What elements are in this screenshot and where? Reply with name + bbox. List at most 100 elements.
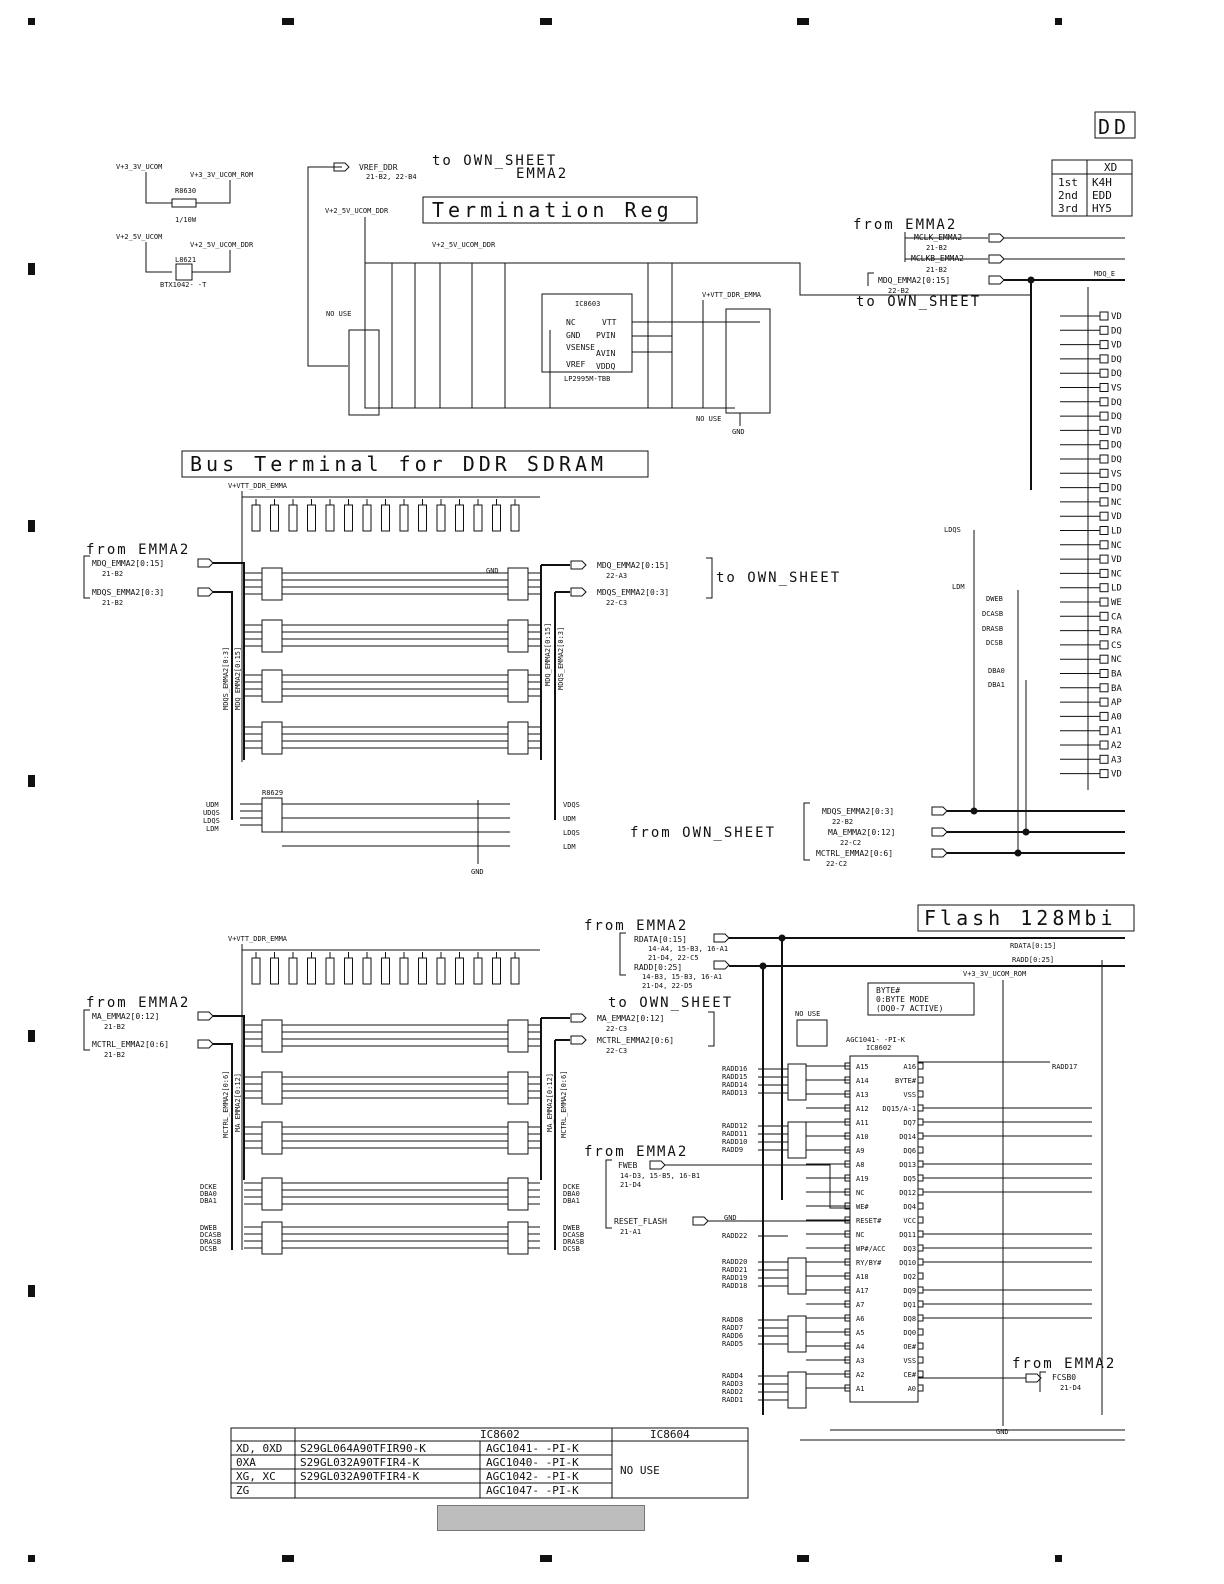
net-ma-vertical-right: MA_EMMA2[0:12] bbox=[546, 1073, 554, 1132]
flash-pin-box bbox=[844, 1062, 851, 1070]
radd-label: RADD2 bbox=[722, 1388, 743, 1396]
flash-pin-right: DQ5 bbox=[903, 1175, 916, 1183]
flash-pin-right: VSS bbox=[903, 1357, 916, 1365]
flash-pin-left: A14 bbox=[856, 1077, 869, 1085]
ddr-pin-label: DQ bbox=[1111, 412, 1122, 422]
ddr-pin-label: BA bbox=[1111, 684, 1122, 694]
ic-table-dest-4: ZG bbox=[236, 1484, 249, 1497]
ctrl-label-left: DCASB bbox=[200, 1231, 221, 1239]
ddr-pin-box bbox=[1099, 640, 1109, 650]
net-radd17: RADD17 bbox=[1052, 1063, 1077, 1071]
resistor-array bbox=[507, 1019, 529, 1053]
ref-to-own-sheet-ddr: to OWN_SHEET bbox=[856, 294, 981, 310]
resistor bbox=[270, 504, 279, 532]
bus-resistor-row-top bbox=[251, 499, 520, 532]
ddr-pin-label: A3 bbox=[1111, 755, 1122, 765]
flash-pin-right: DQ4 bbox=[903, 1203, 916, 1211]
title-termination-reg: Termination Reg bbox=[432, 198, 673, 222]
resistor bbox=[492, 504, 501, 532]
net-radd-ref: 14-B3, 15-B3, 16-A1 bbox=[642, 973, 722, 981]
ddr-pin-label: NC bbox=[1111, 498, 1122, 508]
ic8603-pin-vddq: VDDQ bbox=[596, 362, 615, 371]
flash-pin-left: A10 bbox=[856, 1133, 869, 1141]
net-ma-own: MA_EMMA2[0:12] bbox=[828, 828, 895, 837]
ddr-pin-box bbox=[1099, 711, 1109, 721]
net-ma-own-ref: 22-C2 bbox=[840, 839, 861, 847]
termination-regulator-section: VREF_DDR 21-B2, 22-B4 to OWN_SHEET EMMA2… bbox=[307, 153, 1030, 436]
radd-resistor-array bbox=[787, 1063, 807, 1101]
flash-pin-right: DQ11 bbox=[899, 1231, 916, 1239]
ddr-pin-box bbox=[1099, 611, 1109, 621]
ctrl-label-right: DCSB bbox=[563, 1245, 580, 1253]
net-rdata-ref2: 21-D4, 22-C5 bbox=[648, 954, 699, 962]
l8621-label: L8621 bbox=[175, 256, 196, 264]
term-ldqs: LDQS bbox=[203, 817, 220, 825]
resistor bbox=[436, 504, 446, 532]
ddr-ctrl-dba1: DBA1 bbox=[988, 681, 1005, 689]
resistor bbox=[270, 957, 279, 985]
ddr-rank-2: 2nd bbox=[1058, 189, 1078, 202]
radd-resistor-array bbox=[787, 1121, 807, 1159]
rail-v25-ddr-2: V+2_5V_UCOM_DDR bbox=[432, 241, 496, 249]
ddr-pin-label: WE bbox=[1111, 598, 1122, 608]
flash-pin-box bbox=[917, 1090, 924, 1098]
flash-pin-left: A9 bbox=[856, 1147, 864, 1155]
flash-pin-box bbox=[844, 1076, 851, 1084]
ctrl-label-right: DRASB bbox=[563, 1238, 584, 1246]
resistor-array bbox=[261, 619, 283, 653]
ddr-pin-label: CS bbox=[1111, 641, 1122, 651]
radd-label: RADD14 bbox=[722, 1081, 747, 1089]
flash-pin-box bbox=[844, 1286, 851, 1294]
flash-pin-left: A11 bbox=[856, 1119, 869, 1127]
ddr-pin-label: VD bbox=[1111, 312, 1122, 322]
flash-pin-box bbox=[917, 1132, 924, 1140]
ref-to-own-sheet-bus: to OWN_SHEET bbox=[716, 570, 841, 586]
ddr-pin-box bbox=[1099, 669, 1109, 678]
ddr-pin-label: DQ bbox=[1111, 369, 1122, 379]
flash-pin-box bbox=[844, 1314, 851, 1322]
ddr-pin-box bbox=[1099, 454, 1109, 464]
flash-pin-left: WP#/ACC bbox=[856, 1245, 886, 1253]
net-mdqs-vertical-right: MDQS_EMMA2[0:3] bbox=[557, 627, 565, 690]
flash-pin-right: OE# bbox=[903, 1343, 916, 1351]
ic-table-part-3: S29GL032A90TFIR4-K bbox=[300, 1470, 420, 1483]
ddr-pin-box bbox=[1099, 626, 1109, 636]
flash-pin-left: A12 bbox=[856, 1105, 869, 1113]
ddr-pin-label: VD bbox=[1111, 555, 1122, 565]
ddr-pin-label: DQ bbox=[1111, 355, 1122, 365]
flash-pin-right: VCC bbox=[903, 1217, 916, 1225]
term-ldm: LDM bbox=[206, 825, 219, 833]
ddr-pin-label: A2 bbox=[1111, 741, 1122, 751]
ddr-ctrl-ldqs: LDQS bbox=[944, 526, 961, 534]
flash-pin-box bbox=[917, 1174, 924, 1182]
flash-pin-left: NC bbox=[856, 1189, 864, 1197]
ddr-pin-box bbox=[1099, 740, 1109, 750]
radd-resistor-array bbox=[787, 1315, 807, 1353]
ddr-pin-box bbox=[1099, 340, 1109, 350]
net-ma-in: MA_EMMA2[0:12] bbox=[92, 1012, 159, 1021]
flash-pin-right: DQ12 bbox=[899, 1189, 916, 1197]
rail-v33-ucom: V+3_3V_UCOM bbox=[116, 163, 162, 171]
net-mdq-bus: MDQ_EMMA2[0:15] bbox=[92, 559, 164, 568]
resistor-array bbox=[507, 567, 529, 601]
net-mdqs-own: MDQS_EMMA2[0:3] bbox=[822, 807, 894, 816]
ddr-rank-1: 1st bbox=[1058, 176, 1078, 189]
byte-note-3: (DQ0-7 ACTIVE) bbox=[876, 1004, 943, 1013]
resistor-array bbox=[261, 1121, 283, 1155]
ddr-pin-box bbox=[1099, 583, 1109, 593]
ddr-pin-box bbox=[1099, 468, 1109, 478]
net-mctrl-in: MCTRL_EMMA2[0:6] bbox=[92, 1040, 169, 1049]
ddr-pin-box bbox=[1099, 683, 1109, 693]
ddr-pin-box bbox=[1099, 311, 1109, 321]
ic-table-code-4: AGC1047- -PI-K bbox=[486, 1484, 579, 1497]
net-fweb-ref2: 21-D4 bbox=[620, 1181, 641, 1189]
flash-pin-left: A5 bbox=[856, 1329, 864, 1337]
net-ma-vertical: MA_EMMA2[0:12] bbox=[234, 1073, 242, 1132]
flash-pin-right: DQ13 bbox=[899, 1161, 916, 1169]
rail-v33-ucom-rom: V+3_3V_UCOM_ROM bbox=[190, 171, 253, 179]
resistor bbox=[344, 504, 353, 532]
ddr-ctrl-dcasb: DCASB bbox=[982, 610, 1003, 618]
ddr-pin-label: BA bbox=[1111, 670, 1122, 680]
